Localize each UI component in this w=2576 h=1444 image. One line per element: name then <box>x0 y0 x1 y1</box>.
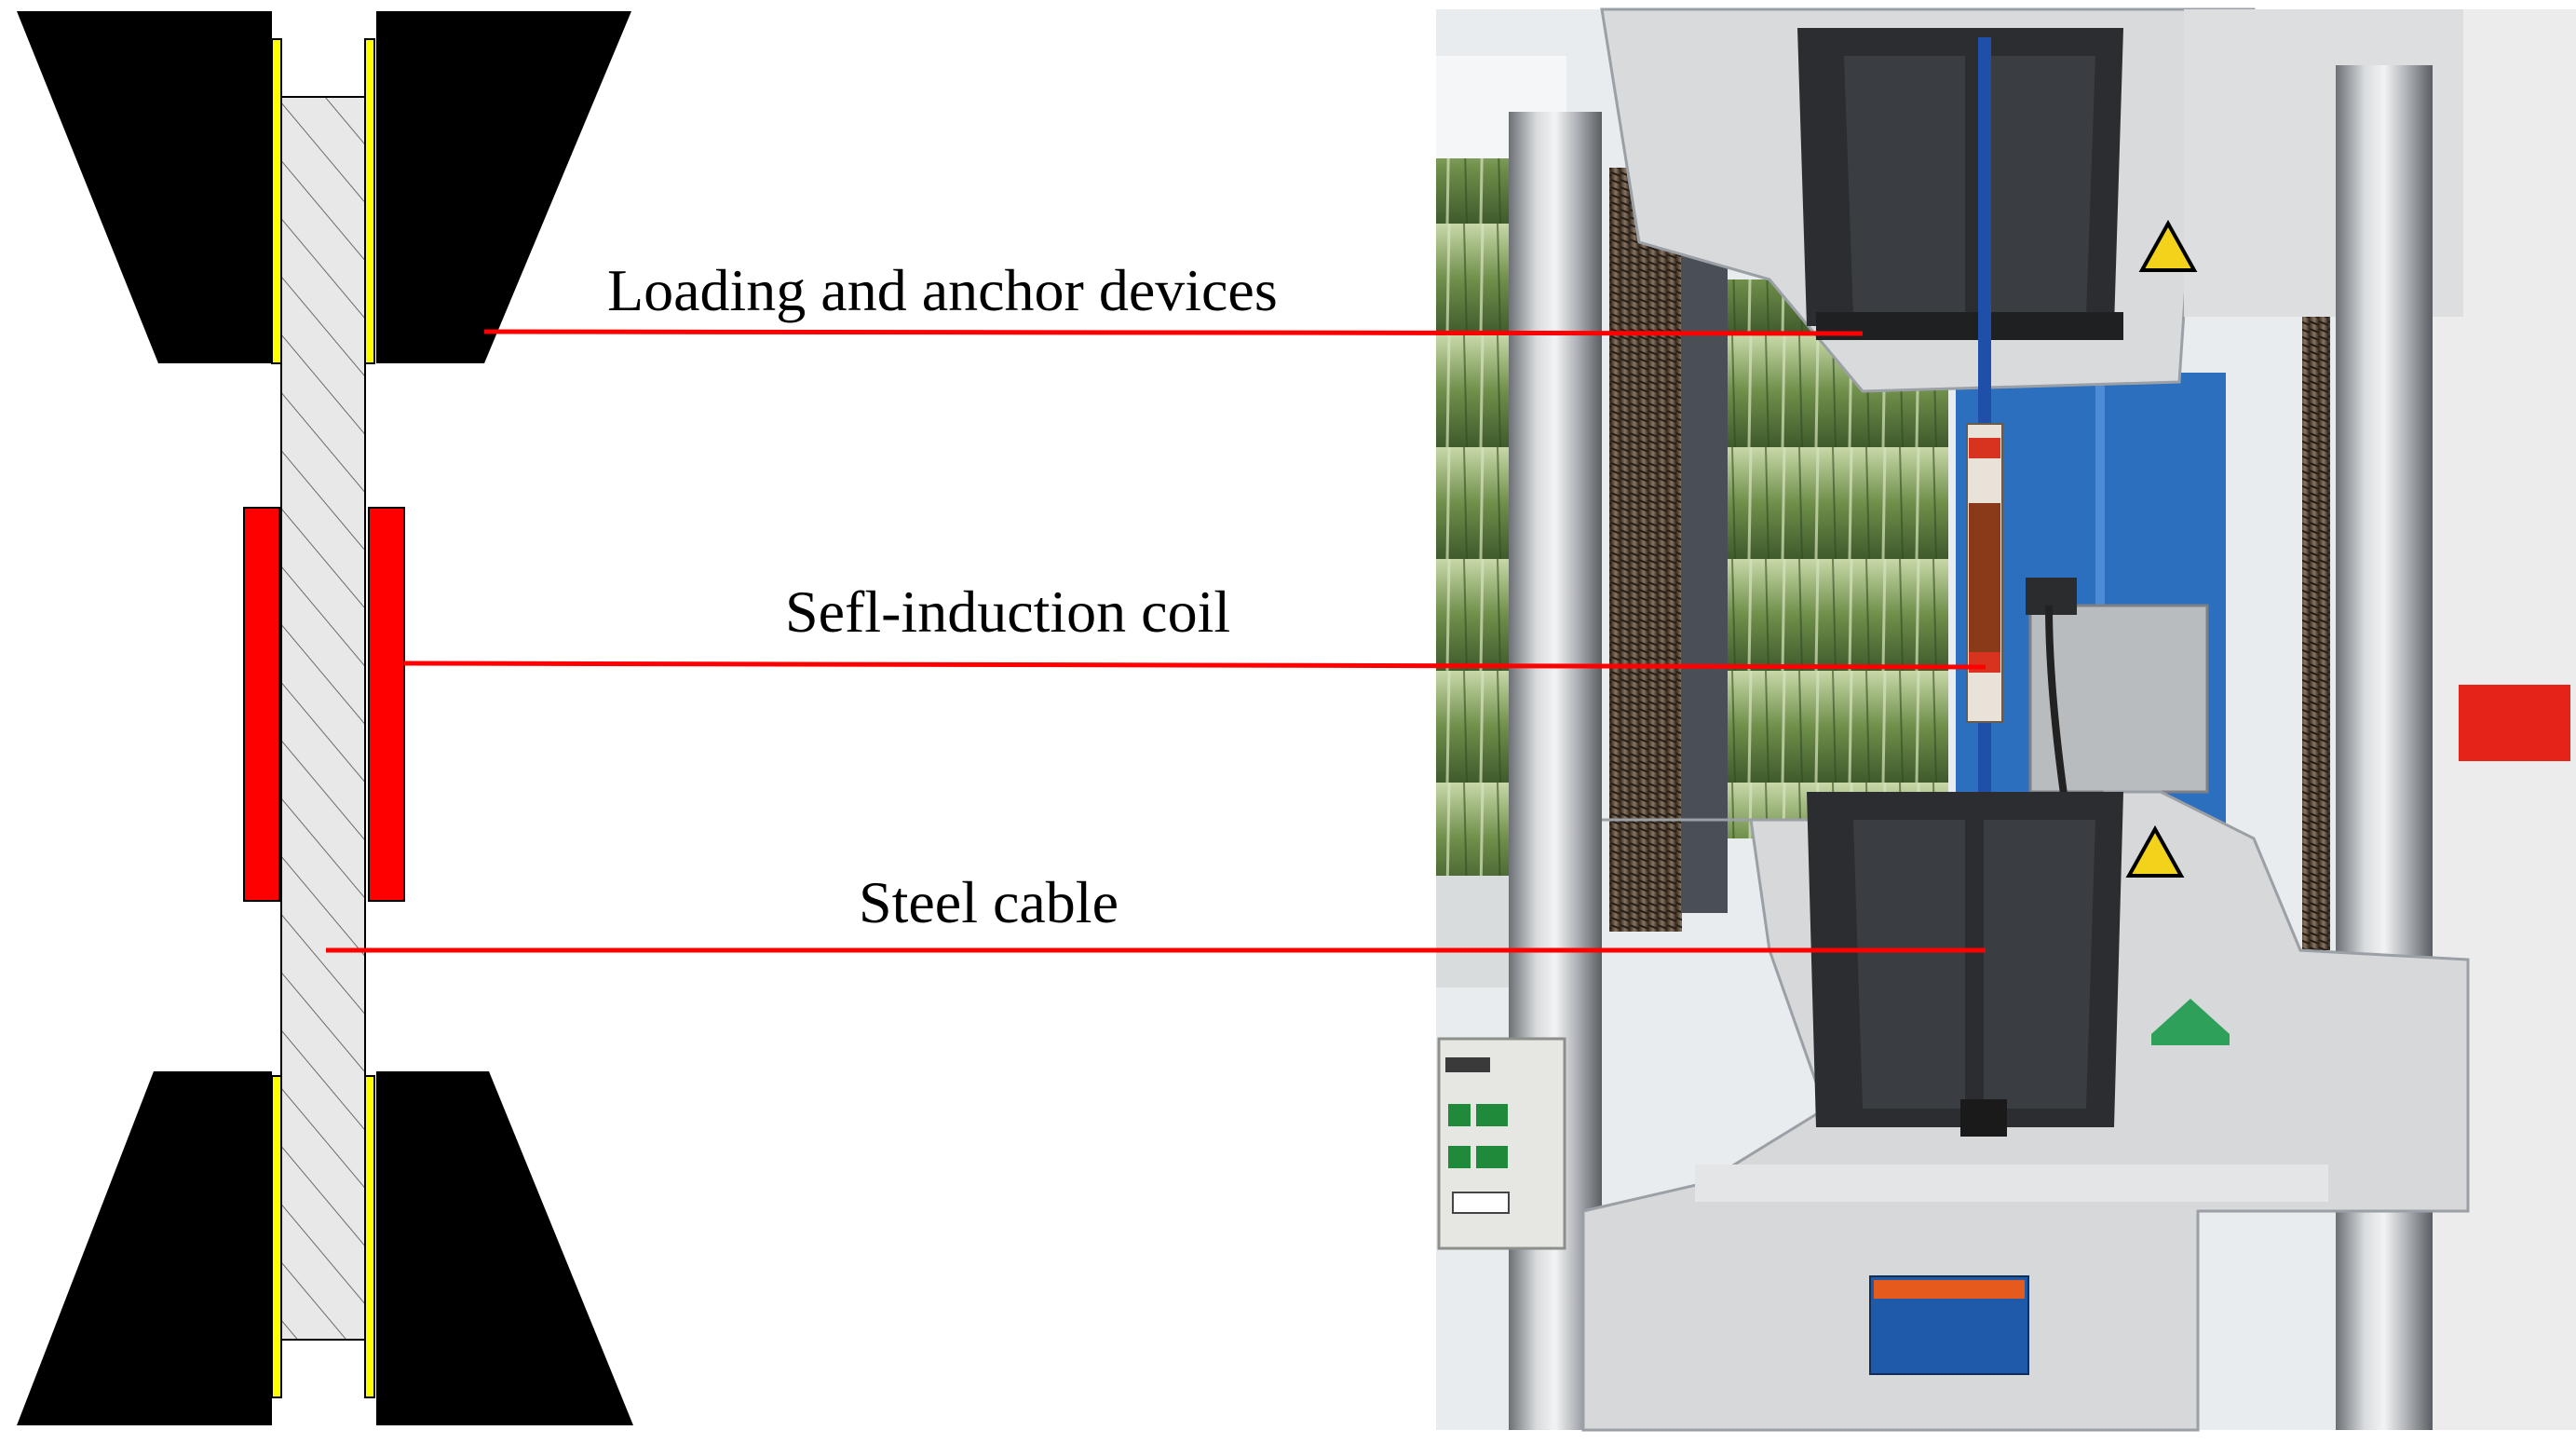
top-right-wedge-strip <box>364 38 375 364</box>
cable-bar <box>280 96 366 1341</box>
coil-left <box>243 507 280 902</box>
photo <box>1436 7 2576 1432</box>
label-loading-anchor: Loading and anchor devices <box>607 257 1278 323</box>
bottom-left-anchor <box>17 1071 272 1425</box>
bottom-right-wedge-strip <box>364 1075 375 1398</box>
warning-triangle-icon <box>2138 219 2198 272</box>
warning-triangle-icon-lower <box>2125 824 2185 878</box>
leader-coil <box>403 661 1986 670</box>
label-self-induction-coil: Sefl-induction coil <box>785 579 1231 645</box>
label-steel-cable: Steel cable <box>859 869 1119 935</box>
leader-loading <box>483 329 1864 336</box>
schematic <box>17 11 633 1425</box>
green-triangle-icon <box>2151 999 2230 1034</box>
top-left-anchor <box>17 11 272 363</box>
bottom-left-wedge-strip <box>271 1075 282 1398</box>
top-right-anchor <box>376 11 631 363</box>
top-left-wedge-strip <box>271 38 282 364</box>
bottom-right-anchor <box>376 1071 633 1425</box>
right-pillar <box>2336 65 2433 1430</box>
coil-right <box>368 507 405 902</box>
